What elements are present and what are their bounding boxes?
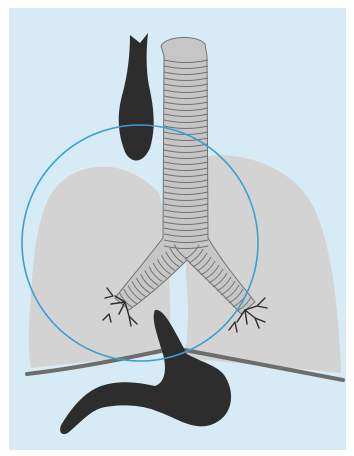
respiratory-anatomy-illustration: [9, 8, 346, 450]
anatomy-panel: [9, 8, 346, 450]
